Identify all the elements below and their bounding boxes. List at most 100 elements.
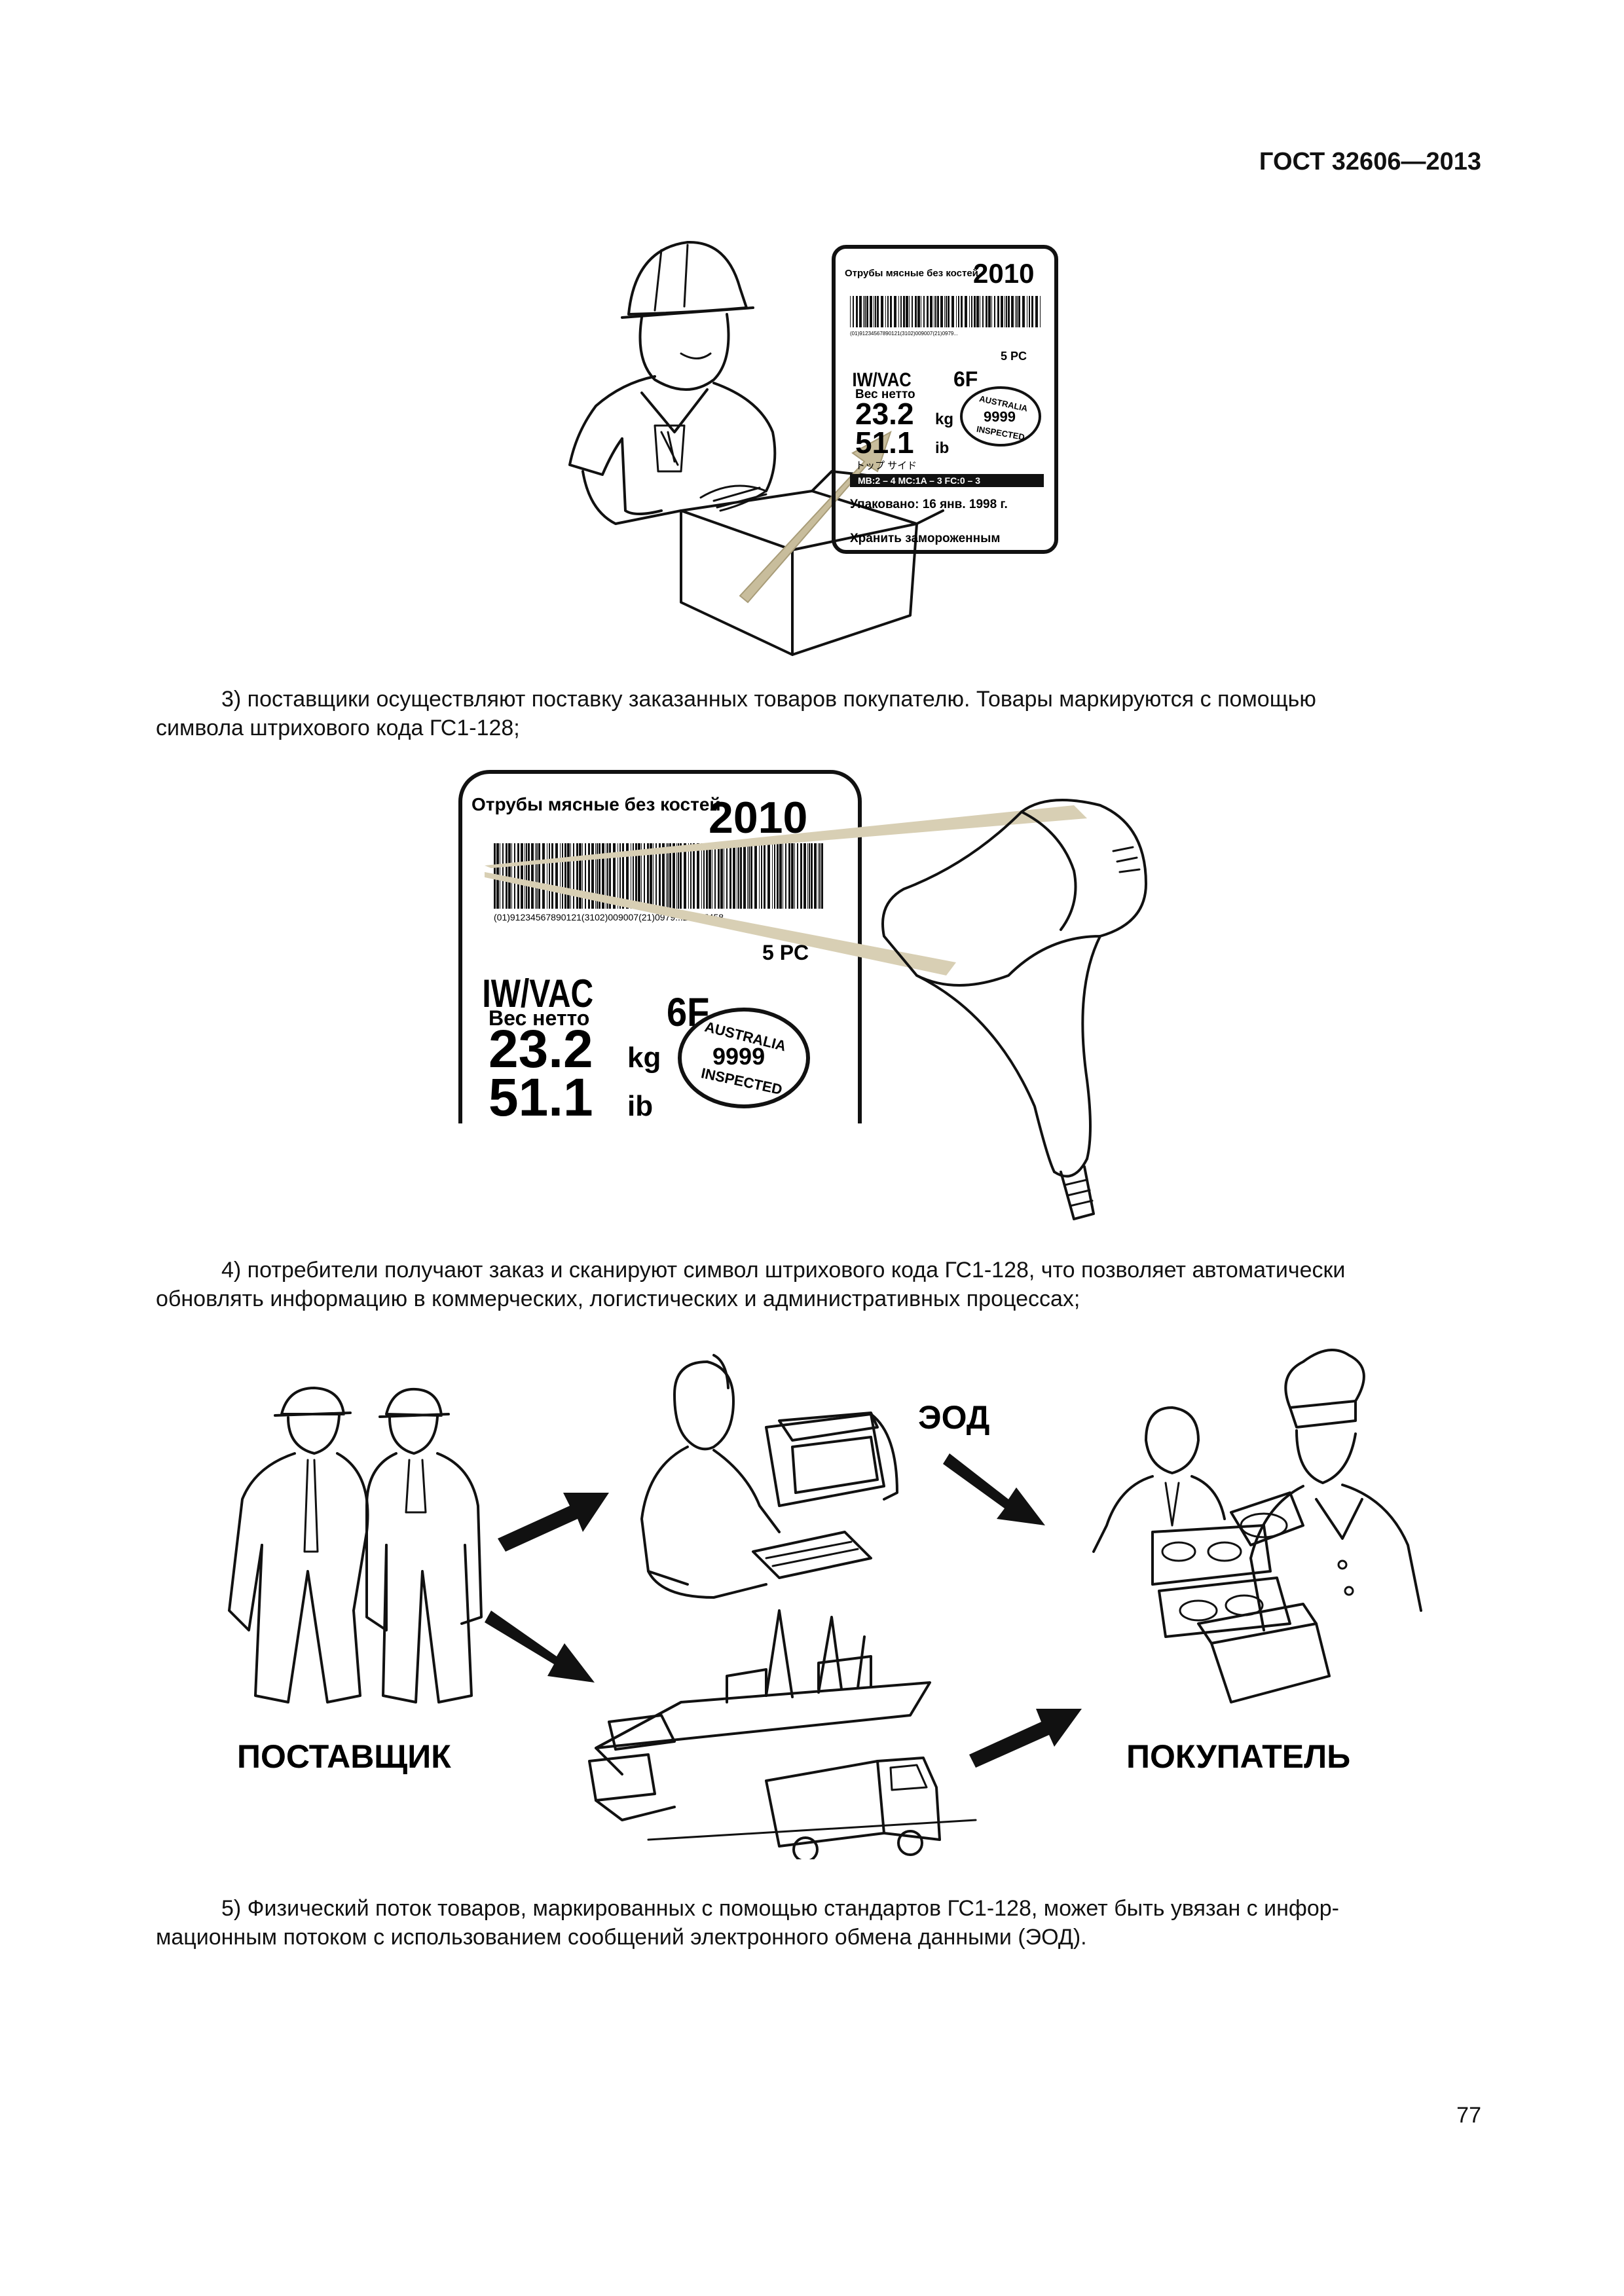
barcode-bar: [890, 296, 892, 327]
barcode-bar: [965, 296, 967, 327]
buyer-label: ПОКУПАТЕЛЬ: [1126, 1738, 1350, 1775]
barcode-bar: [850, 296, 851, 327]
product-label-small: Отрубы мясные без костей 2010 (01)912345…: [832, 245, 1058, 554]
supplier-label: ПОСТАВЩИК: [237, 1738, 451, 1775]
barcode-bar: [894, 296, 896, 327]
barcode-bar: [935, 296, 936, 327]
barcode-bar: [1029, 296, 1030, 327]
barcode-bar: [1015, 296, 1016, 327]
barcode-bar: [997, 296, 999, 327]
barcode-bar: [951, 296, 954, 327]
barcode-bar: [917, 296, 920, 327]
arrow-ship-to-buyer: [969, 1709, 1082, 1768]
label-small-lb-value: 51.1: [855, 426, 914, 460]
barcode-bar: [1006, 296, 1007, 327]
barcode-bar: [1011, 296, 1014, 327]
barcode-bar: [1001, 296, 1003, 327]
office-computer-drawing: [642, 1355, 897, 1597]
label-small-code: 2010: [973, 258, 1034, 289]
barcode-bar: [927, 296, 929, 327]
barcode-bar: [864, 296, 866, 327]
label-small-storage: Хранить замороженным: [850, 532, 1000, 545]
barcode-bar: [956, 296, 957, 327]
barcode-bar: [986, 296, 987, 327]
worker-drawing: [570, 242, 775, 524]
arrow-supplier-to-office: [498, 1493, 609, 1552]
barcode-bar: [877, 296, 879, 327]
arrow-edi-to-buyer: [943, 1453, 1045, 1525]
label-small-packed: Упаковано: 16 янв. 1998 г.: [850, 498, 1008, 511]
ship-and-truck-drawing: [589, 1611, 976, 1859]
paragraph-5: 5) Физический поток товаров, маркированн…: [156, 1894, 1481, 1952]
barcode-bar: [971, 296, 972, 327]
barcode-bar: [930, 296, 932, 327]
barcode-bar: [906, 296, 908, 327]
paragraph-4-line-2: обновлять информацию в коммерческих, лог…: [156, 1285, 1481, 1313]
barcode-bar: [1016, 296, 1018, 327]
barcode-bar: [958, 296, 959, 327]
barcode-bar: [988, 296, 991, 327]
barcode-bar: [969, 296, 970, 327]
label-small-grade: 6F: [953, 367, 978, 391]
paragraph-5-line-1: 5) Физический поток товаров, маркированн…: [156, 1894, 1481, 1923]
edi-label: ЭОД: [918, 1399, 989, 1436]
label-small-pc: 5 PC: [1001, 350, 1027, 363]
label-small-title: Отрубы мясные без костей: [845, 268, 978, 279]
barcode-bar: [944, 296, 945, 327]
buyer-people-drawing: [1094, 1350, 1421, 1702]
barcode-bar: [853, 296, 854, 327]
label-small-grade-text: MB:2 – 4 MC:1A – 3 FC:0 – 3: [858, 475, 980, 486]
barcode-bar: [875, 296, 876, 327]
label-small-barcode-digits: (01)91234567890121(3102)009007(21)0979..…: [850, 331, 958, 337]
barcode-bar: [856, 296, 858, 327]
barcode-bar: [1040, 296, 1041, 327]
barcode-scanner-illustration: [485, 779, 1179, 1237]
label-small-kg-unit: kg: [935, 410, 953, 428]
label-small-stamp-mid: 9999: [984, 409, 1016, 425]
barcode-bar: [900, 296, 902, 327]
barcode-bar: [976, 296, 979, 327]
barcode-bar: [866, 296, 868, 327]
barcode-bar: [982, 296, 984, 327]
barcode-bar: [948, 296, 950, 327]
barcode-bar: [994, 296, 995, 327]
barcode-bar: [887, 296, 889, 327]
barcode-bar: [1022, 296, 1025, 327]
barcode-bar: [946, 296, 947, 327]
label-small-japanese: トップ サイド: [855, 460, 917, 471]
barcode-bar: [885, 296, 886, 327]
barcode-bar: [991, 296, 992, 327]
barcode-bar: [923, 296, 925, 327]
page-number: 77: [1456, 2103, 1481, 2128]
label-small-stamp-bot: INSPECTED: [976, 424, 1025, 443]
barcode-bar: [898, 296, 899, 327]
barcode-bar: [974, 296, 976, 327]
paragraph-4: 4) потребители получают заказ и сканирую…: [156, 1256, 1481, 1313]
barcode-bar: [912, 296, 913, 327]
barcode-bar: [1008, 296, 1010, 327]
label-small-barcode: [850, 296, 1041, 327]
barcode-bar: [937, 296, 939, 327]
paragraph-3-line-1: 3) поставщики осуществляют поставку зака…: [156, 685, 1481, 714]
product-label-small-content: Отрубы мясные без костей 2010 (01)912345…: [836, 249, 1054, 550]
barcode-bar: [940, 296, 943, 327]
label-small-lb-unit: ib: [935, 439, 949, 457]
barcode-bar: [915, 296, 917, 327]
barcode-bar: [870, 296, 872, 327]
paragraph-5-line-2: мационным потоком с использованием сообщ…: [156, 1923, 1481, 1952]
barcode-bar: [1035, 296, 1038, 327]
barcode-bar: [961, 296, 963, 327]
barcode-bar: [1018, 296, 1020, 327]
barcode-bar: [903, 296, 905, 327]
supplier-people-drawing: [229, 1388, 481, 1702]
document-code: ГОСТ 32606—2013: [1259, 148, 1481, 176]
scan-beam-lower: [485, 872, 956, 975]
barcode-bar: [859, 296, 862, 327]
supply-flow-illustration: ЭОД ПОСТАВЩИ: [190, 1336, 1434, 1859]
barcode-bar: [1031, 296, 1033, 327]
arrow-supplier-to-ship: [485, 1611, 595, 1683]
barcode-bar: [863, 296, 864, 327]
scanner-icon: [883, 800, 1146, 1219]
paragraph-3: 3) поставщики осуществляют поставку зака…: [156, 685, 1481, 742]
scan-beam-upper: [485, 805, 1087, 868]
